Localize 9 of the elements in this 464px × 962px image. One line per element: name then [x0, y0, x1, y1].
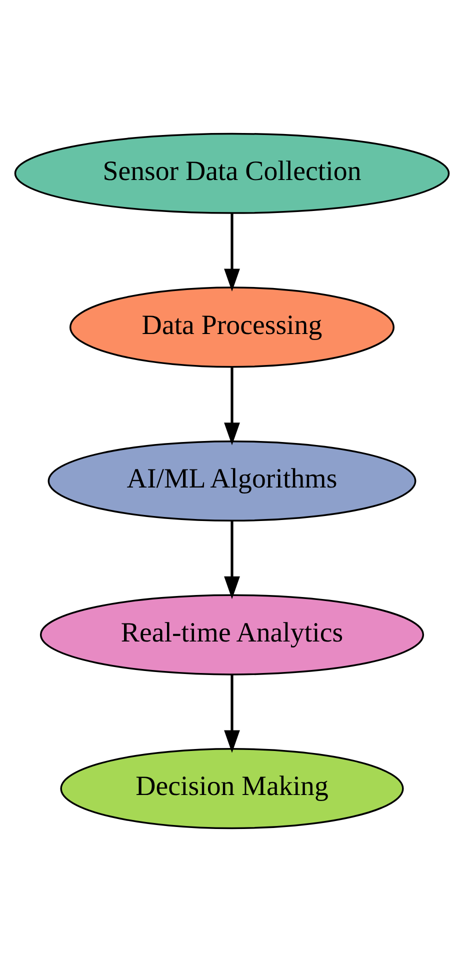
node-ellipse: Sensor Data Collection	[14, 132, 450, 214]
arrow	[224, 366, 240, 446]
arrow	[224, 520, 240, 600]
node-ellipse: Data Processing	[69, 286, 395, 368]
arrow	[224, 213, 240, 292]
node-ellipse: Decision Making	[60, 748, 404, 830]
arrow	[224, 674, 240, 753]
node-ellipse: AI/ML Algorithms	[48, 440, 416, 522]
node-ellipse: Real-time Analytics	[40, 594, 424, 676]
